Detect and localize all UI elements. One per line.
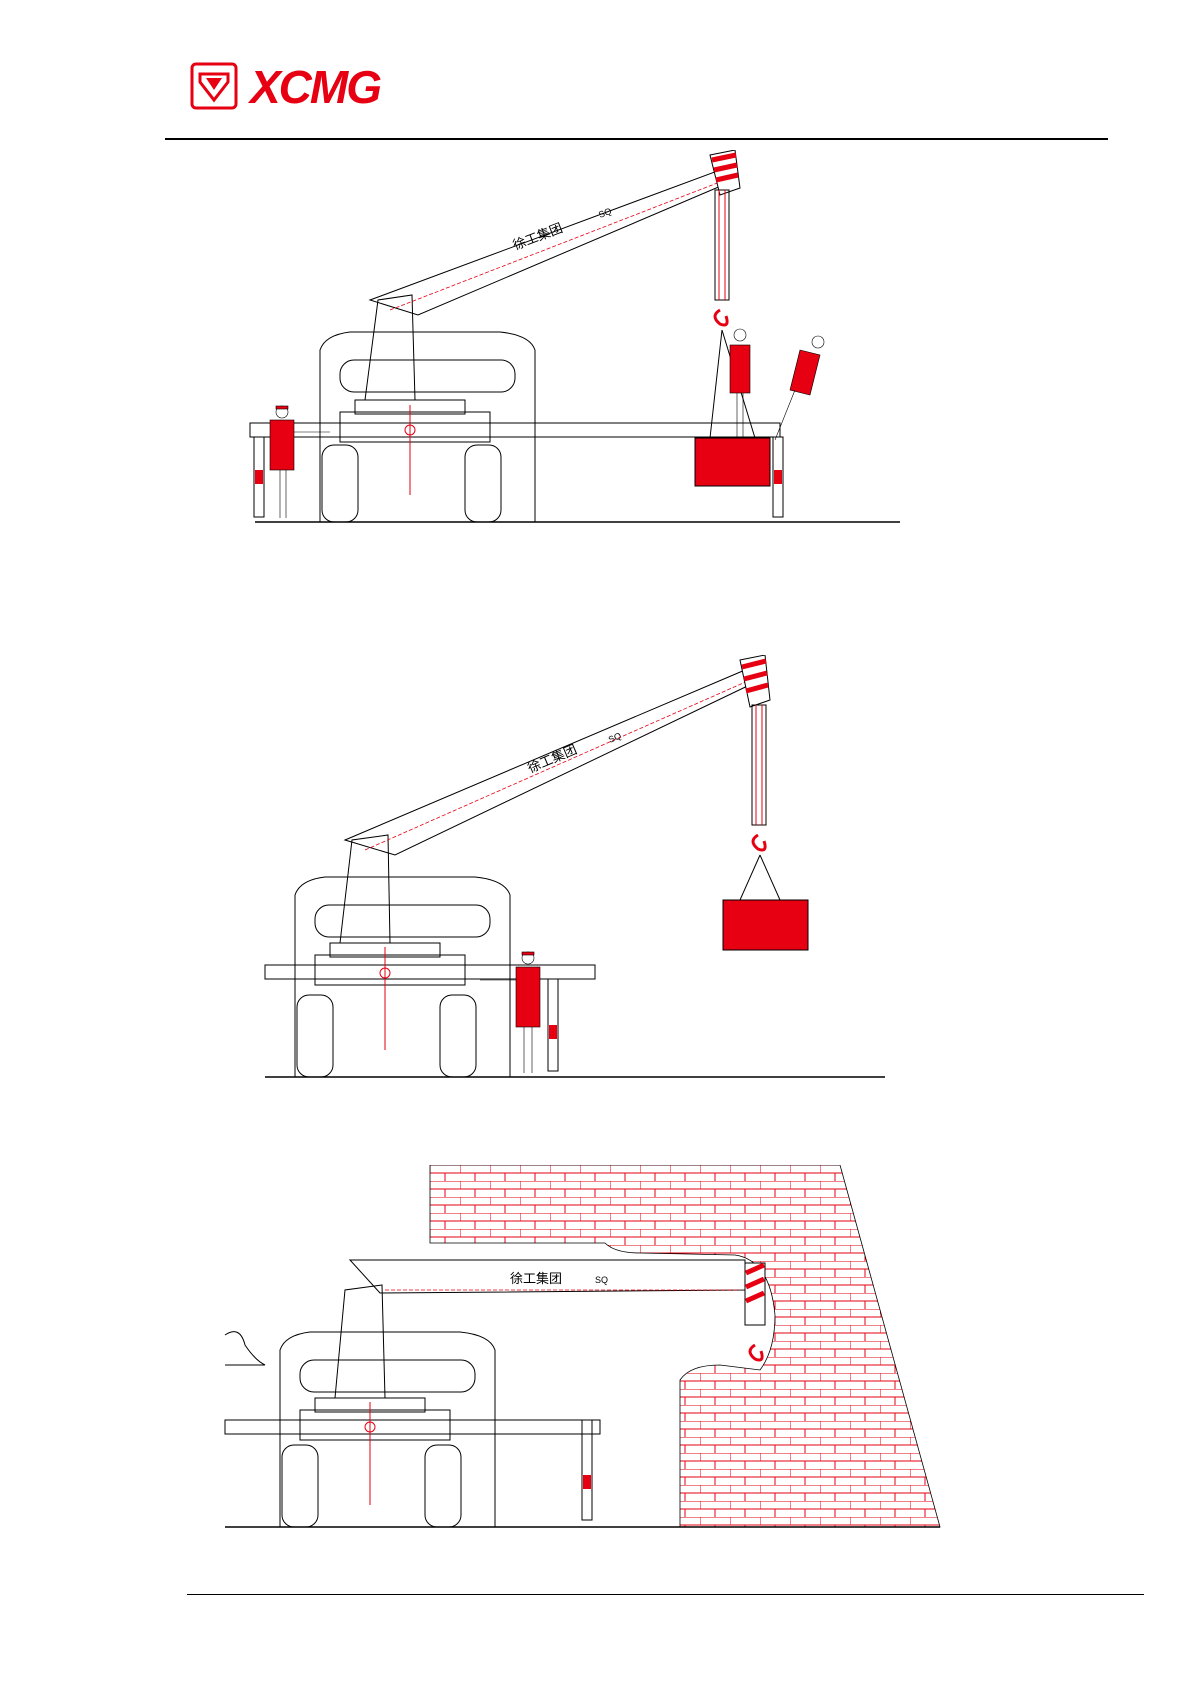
boom-model-text: SQ	[595, 1275, 608, 1285]
figure-1: 徐工集团 SQ	[240, 150, 900, 530]
boom-model-text: SQ	[607, 731, 623, 745]
crane-column	[365, 295, 415, 400]
figure-3: 徐工集团 SQ	[220, 1165, 950, 1535]
wheel-right	[465, 445, 501, 522]
crane-column	[335, 1285, 385, 1398]
xcmg-logo-icon	[190, 62, 240, 110]
wheel-left	[297, 995, 333, 1077]
truck-cab	[280, 1332, 495, 1527]
worker-figure-1	[730, 329, 750, 438]
outrigger-beam	[225, 1420, 600, 1434]
outrigger-leg-right	[582, 1420, 592, 1520]
suspended-load	[695, 438, 770, 486]
wheel-right	[440, 995, 476, 1077]
truck-cab	[295, 877, 510, 1077]
hook-icon	[753, 835, 765, 850]
boom-model-text: SQ	[597, 206, 613, 220]
hook-icon	[715, 310, 727, 325]
wheel-left	[282, 1445, 318, 1527]
worker-figure-2	[775, 336, 824, 440]
hook-icon	[750, 1345, 762, 1360]
boom-logo-text: 徐工集团	[511, 220, 565, 253]
brand-logo: XCMG	[190, 62, 400, 112]
figure-2: 徐工集团 SQ	[240, 655, 900, 1085]
suspended-load	[723, 900, 808, 950]
brand-name: XCMG	[250, 60, 380, 114]
crane-boom	[370, 170, 735, 315]
boom-logo-text: 徐工集团	[510, 1271, 562, 1286]
footer-rule	[187, 1594, 1144, 1595]
wheel-left	[322, 445, 358, 522]
outrigger-beam	[250, 423, 780, 437]
brick-wall-overhang	[430, 1165, 940, 1527]
tree-outline	[225, 1332, 265, 1365]
crane-base	[315, 955, 465, 985]
wheel-right	[425, 1445, 461, 1527]
header-rule	[165, 138, 1108, 140]
